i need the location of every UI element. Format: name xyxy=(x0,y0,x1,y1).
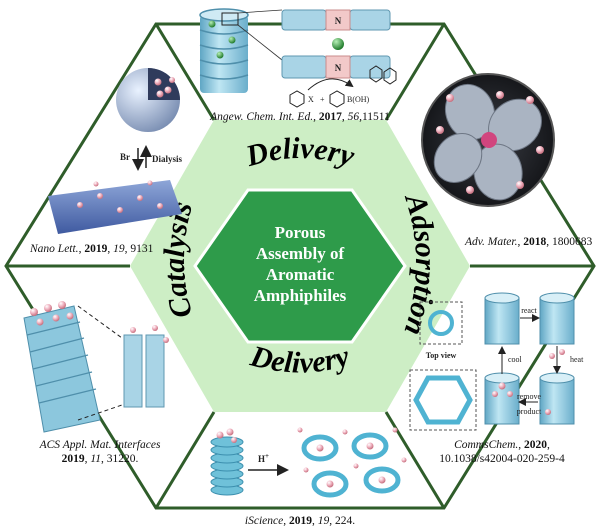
left-bottom-panel-illustration: ACS Appl. Mat. Interfaces 2019, 11, 3122… xyxy=(23,301,169,465)
membrane-sheet xyxy=(48,180,182,234)
citation-bottom-left-ref: 2019, 11, 31220. xyxy=(62,453,139,465)
center-line-2: Assembly of xyxy=(256,244,345,263)
sphere-with-balls xyxy=(116,68,180,132)
center-line-3: Aromatic xyxy=(266,265,335,284)
citation-bottom: iScience, 2019, 19, 224. xyxy=(245,515,355,527)
remove-label: remove xyxy=(517,392,541,401)
left-top-panel-illustration: Br Dialysis Nano Lett., 2019, 19, 9131 xyxy=(29,68,183,255)
n-label-top: N xyxy=(335,16,342,26)
column-pair xyxy=(123,325,169,408)
center-line-1: Porous xyxy=(275,223,326,242)
reaction-scheme: X + B(OH) xyxy=(289,65,397,108)
cool-label: cool xyxy=(508,355,523,364)
twisted-column xyxy=(23,301,101,433)
right-bottom-panel-illustration: Top view xyxy=(409,292,584,465)
top-view-box: Top view xyxy=(419,301,463,360)
center-line-4: Amphiphiles xyxy=(254,286,347,305)
heat-label: heat xyxy=(570,355,584,364)
top-panel-illustration: N N X + B(OH) Angew. Chem. Int. Ed., 201… xyxy=(199,8,397,123)
citation-bottom-right-ref: CommsChem., 2020, xyxy=(454,439,550,451)
bottom-panel-illustration: H+ iScience, 2019, 19, 224. xyxy=(210,427,407,527)
stacked-cylinder xyxy=(199,8,249,93)
h-plus-label: H+ xyxy=(258,452,269,464)
dialysis-arrows: Br Dialysis xyxy=(120,145,183,171)
cylinder-cycle: react heat cool remove product xyxy=(484,292,584,425)
br-label: Br xyxy=(120,152,130,162)
center-hexagon xyxy=(193,188,407,344)
citation-left: Nano Lett., 2019, 19, 9131 xyxy=(29,243,154,255)
hexagon-ring-box xyxy=(409,369,477,431)
citation-bottom-right-doi: 10.1038/s42004-020-259-4 xyxy=(439,453,565,465)
n-label-bottom: N xyxy=(335,63,342,73)
spoke-lines xyxy=(6,23,594,509)
reaction-boron: B(OH) xyxy=(347,95,370,104)
reaction-plus: + xyxy=(320,95,325,104)
citation-bottom-left-journal: ACS Appl. Mat. Interfaces xyxy=(39,439,161,451)
citation-right: Adv. Mater., 2018, 1800683 xyxy=(464,236,592,248)
dialysis-label: Dialysis xyxy=(152,154,183,164)
citation-top: Angew. Chem. Int. Ed., 2017, 56,11511 xyxy=(209,111,390,123)
ring-stack xyxy=(210,428,244,496)
center-title: Porous Assembly of Aromatic Amphiphiles xyxy=(254,223,347,305)
react-label: react xyxy=(521,306,537,315)
right-top-panel-illustration: Adv. Mater., 2018, 1800683 xyxy=(421,73,592,248)
ring-vesicles xyxy=(297,427,407,498)
product-label: product xyxy=(517,407,542,416)
top-view-label: Top view xyxy=(426,351,457,360)
reaction-x: X xyxy=(308,95,314,104)
zoomed-block: N N xyxy=(281,9,391,91)
